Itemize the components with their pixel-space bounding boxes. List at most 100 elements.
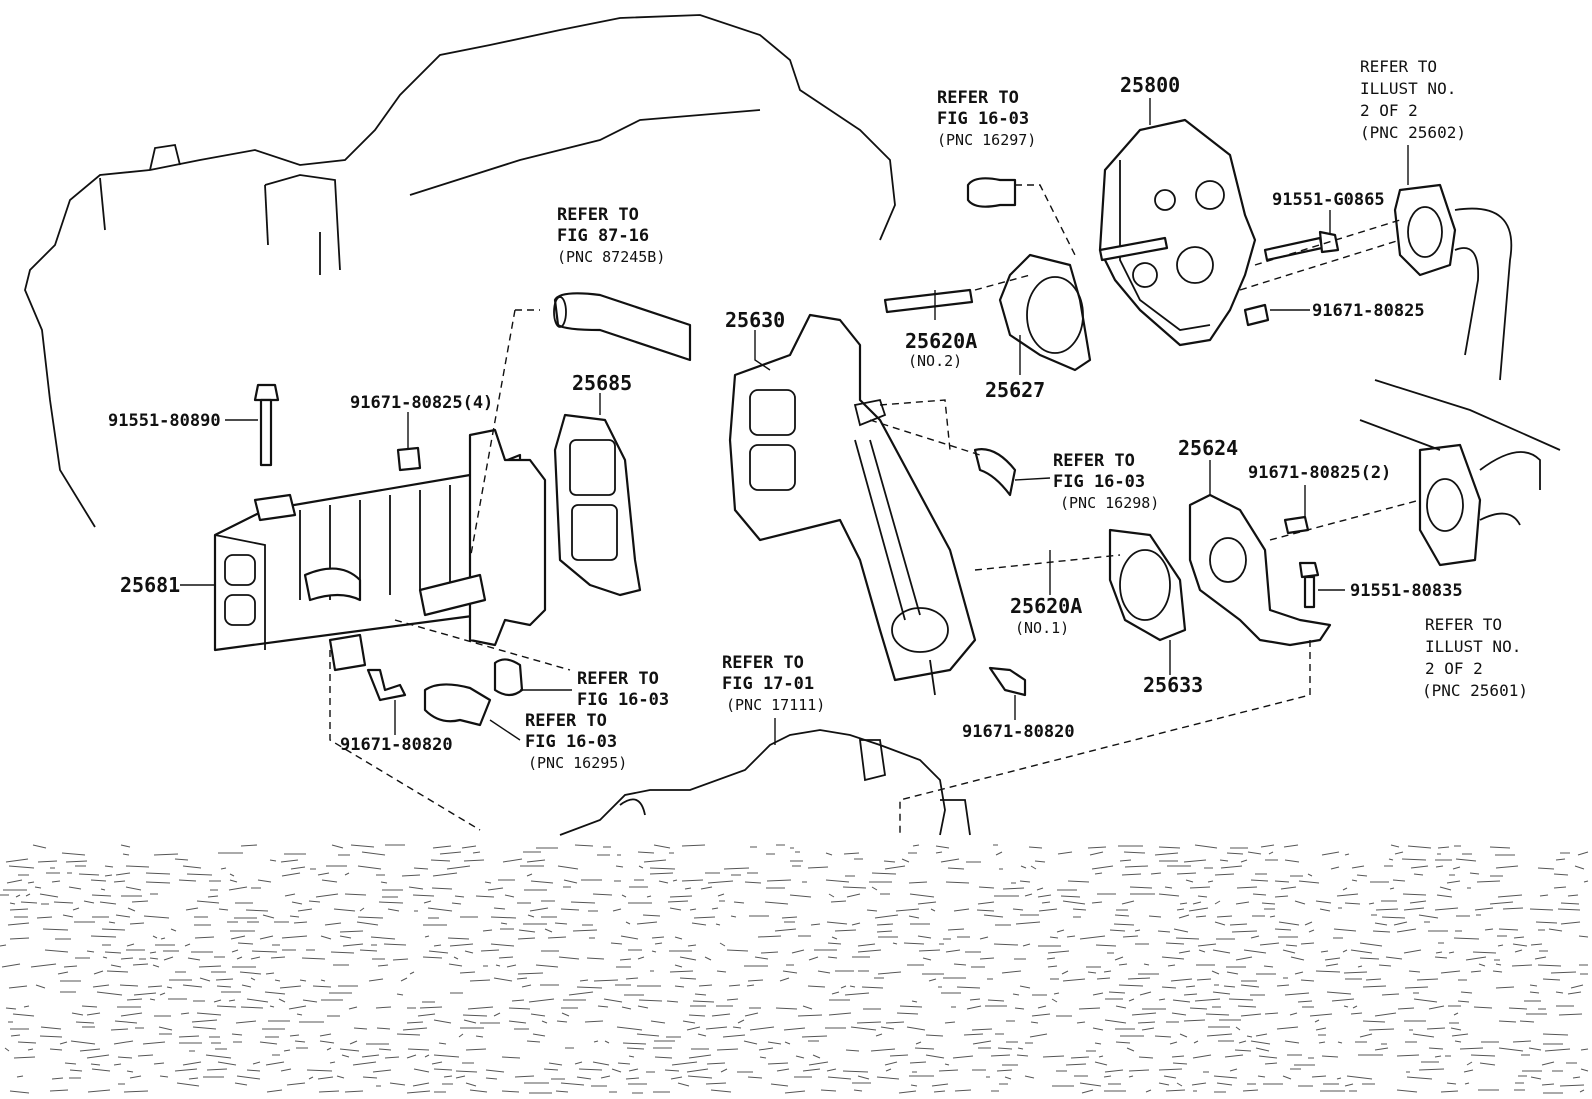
noise-speck	[432, 845, 452, 849]
noise-speck	[1453, 937, 1480, 940]
noise-speck	[1185, 879, 1194, 883]
actuator-stud	[1098, 236, 1169, 262]
noise-speck	[17, 1041, 37, 1044]
noise-speck	[928, 978, 937, 982]
noise-speck	[1183, 993, 1198, 996]
noise-speck	[9, 908, 29, 911]
noise-speck	[1307, 873, 1313, 877]
noise-speck	[628, 1068, 639, 1072]
noise-speck	[131, 900, 149, 903]
noise-speck	[99, 901, 117, 905]
noise-speck	[1229, 923, 1248, 926]
noise-speck	[684, 887, 692, 890]
noise-speck	[102, 956, 108, 959]
noise-speck	[637, 1005, 649, 1009]
noise-speck	[359, 949, 378, 952]
noise-speck	[649, 872, 674, 875]
noise-speck	[289, 1034, 300, 1037]
noise-speck	[1539, 894, 1549, 897]
noise-speck	[1412, 1033, 1435, 1038]
noise-speck	[229, 873, 235, 877]
noise-speck	[987, 999, 1005, 1002]
noise-speck	[30, 963, 57, 968]
noise-speck	[1060, 895, 1081, 898]
label-25681: 25681	[120, 573, 180, 597]
noise-speck	[1406, 1076, 1433, 1080]
noise-speck	[983, 914, 1004, 918]
noise-speck	[417, 1013, 436, 1017]
noise-speck	[170, 928, 177, 932]
noise-speck	[825, 852, 833, 856]
noise-speck	[25, 893, 31, 897]
noise-speck	[344, 893, 367, 896]
noise-speck	[626, 1047, 645, 1050]
noise-speck	[250, 977, 256, 981]
noise-speck	[707, 880, 734, 884]
noise-speck	[1541, 1061, 1555, 1066]
noise-speck	[679, 977, 697, 980]
noise-speck	[1219, 859, 1229, 862]
noise-speck	[857, 1075, 870, 1080]
noise-speck	[192, 1026, 217, 1030]
noise-speck	[774, 928, 797, 932]
noise-speck	[61, 852, 86, 856]
noise-speck	[1463, 1069, 1474, 1073]
noise-speck	[1428, 1005, 1445, 1010]
label-25620a-no2: 25620A	[905, 329, 977, 353]
noise-speck	[795, 1055, 805, 1059]
label-25630: 25630	[725, 308, 785, 332]
noise-speck	[349, 1040, 358, 1045]
noise-speck	[576, 986, 603, 989]
noise-speck	[159, 992, 166, 996]
noise-speck	[945, 949, 961, 953]
noise-speck	[744, 1012, 759, 1017]
noise-speck	[1309, 1013, 1333, 1017]
noise-speck	[1228, 998, 1254, 1001]
noise-speck	[1212, 991, 1231, 995]
noise-speck	[530, 880, 554, 884]
noise-speck	[123, 1090, 149, 1093]
clamp-16-03	[493, 658, 524, 697]
noise-speck	[361, 1054, 380, 1058]
noise-speck	[250, 956, 261, 960]
noise-speck	[184, 943, 191, 947]
ref-1603-line2: FIG 16-03	[577, 690, 669, 710]
noise-speck	[1440, 970, 1461, 974]
noise-speck	[42, 928, 69, 931]
noise-speck	[246, 1069, 261, 1072]
noise-speck	[915, 1041, 922, 1045]
noise-speck	[279, 985, 302, 989]
noise-speck	[126, 998, 143, 1001]
noise-speck	[1283, 844, 1299, 848]
noise-speck	[372, 1069, 392, 1073]
ref-16297-line1: REFER TO	[937, 88, 1019, 108]
noise-speck	[802, 1068, 821, 1072]
noise-speck	[1344, 853, 1350, 856]
noise-speck	[1056, 929, 1065, 933]
noise-speck	[710, 1089, 732, 1093]
noise-speck	[563, 879, 578, 884]
noise-speck	[339, 930, 364, 933]
ref-16297-line2: FIG 16-03	[937, 109, 1029, 129]
noise-speck	[396, 993, 404, 996]
noise-speck	[205, 1054, 232, 1059]
noise-speck	[69, 1069, 83, 1072]
noise-speck	[674, 936, 683, 940]
noise-speck	[687, 1075, 713, 1079]
noise-speck	[49, 1089, 69, 1092]
noise-speck	[1141, 1027, 1155, 1031]
noise-speck	[406, 1021, 424, 1024]
noise-speck	[561, 1012, 570, 1017]
noise-speck	[432, 872, 458, 877]
noise-speck	[493, 977, 513, 982]
noise-speck	[439, 851, 462, 855]
noise-speck	[64, 1062, 77, 1065]
noise-speck	[329, 1061, 336, 1064]
noise-speck	[259, 1041, 278, 1045]
noise-speck	[1535, 921, 1558, 924]
noise-speck	[1497, 944, 1504, 947]
noise-speck	[1226, 852, 1244, 855]
noise-speck	[1029, 1033, 1048, 1038]
noise-speck	[1294, 900, 1306, 905]
noise-speck	[160, 937, 166, 940]
